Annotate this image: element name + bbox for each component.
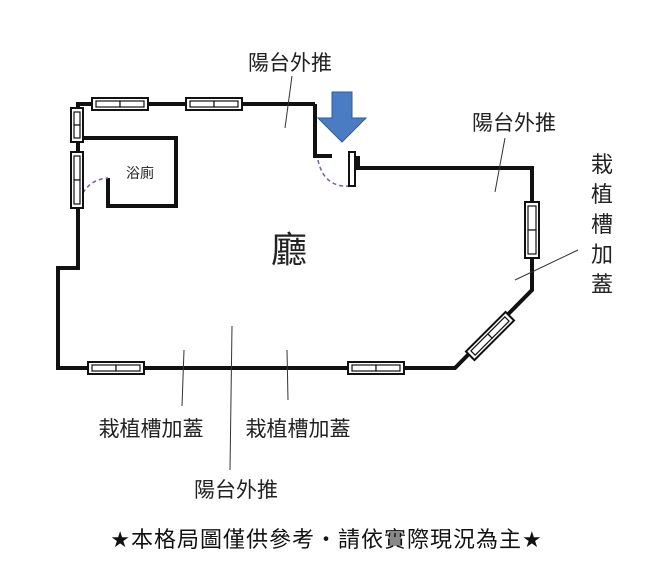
window-right <box>524 201 540 259</box>
window-bottom-1 <box>87 361 145 375</box>
window-left-bathroom <box>70 151 84 209</box>
label-planter-bottom-right: 栽植槽加蓋 <box>246 417 351 441</box>
label-bathroom: 浴廁 <box>126 165 154 182</box>
entry-door-swing <box>317 159 351 187</box>
window-top-1 <box>91 97 149 111</box>
label-balcony-top: 陽台外推 <box>248 51 332 75</box>
window-diagonal <box>464 310 516 362</box>
bathroom-door-swing <box>77 177 109 207</box>
floor-plan: 陽台外推 陽台外推 浴廁 廳 栽植槽加蓋 栽植槽加蓋 陽台外推 栽植槽加蓋 <box>56 51 613 502</box>
window-left-top <box>70 107 84 143</box>
label-hall: 廳 <box>271 230 307 271</box>
disclaimer-text: ★本格局圖僅供參考・請依實際現況為主★ <box>110 528 543 553</box>
label-balcony-bottom: 陽台外推 <box>194 478 278 502</box>
label-planter-right: 栽植槽加蓋 <box>591 153 613 298</box>
entry-arrow-icon <box>316 91 368 143</box>
label-balcony-right: 陽台外推 <box>472 111 556 135</box>
bathroom-walls <box>78 136 178 208</box>
leader-lines <box>181 75 579 471</box>
window-top-2 <box>185 97 243 111</box>
label-planter-bottom-left: 栽植槽加蓋 <box>99 417 204 441</box>
window-bottom-2 <box>347 361 405 375</box>
entry-door-leaf <box>348 151 356 187</box>
